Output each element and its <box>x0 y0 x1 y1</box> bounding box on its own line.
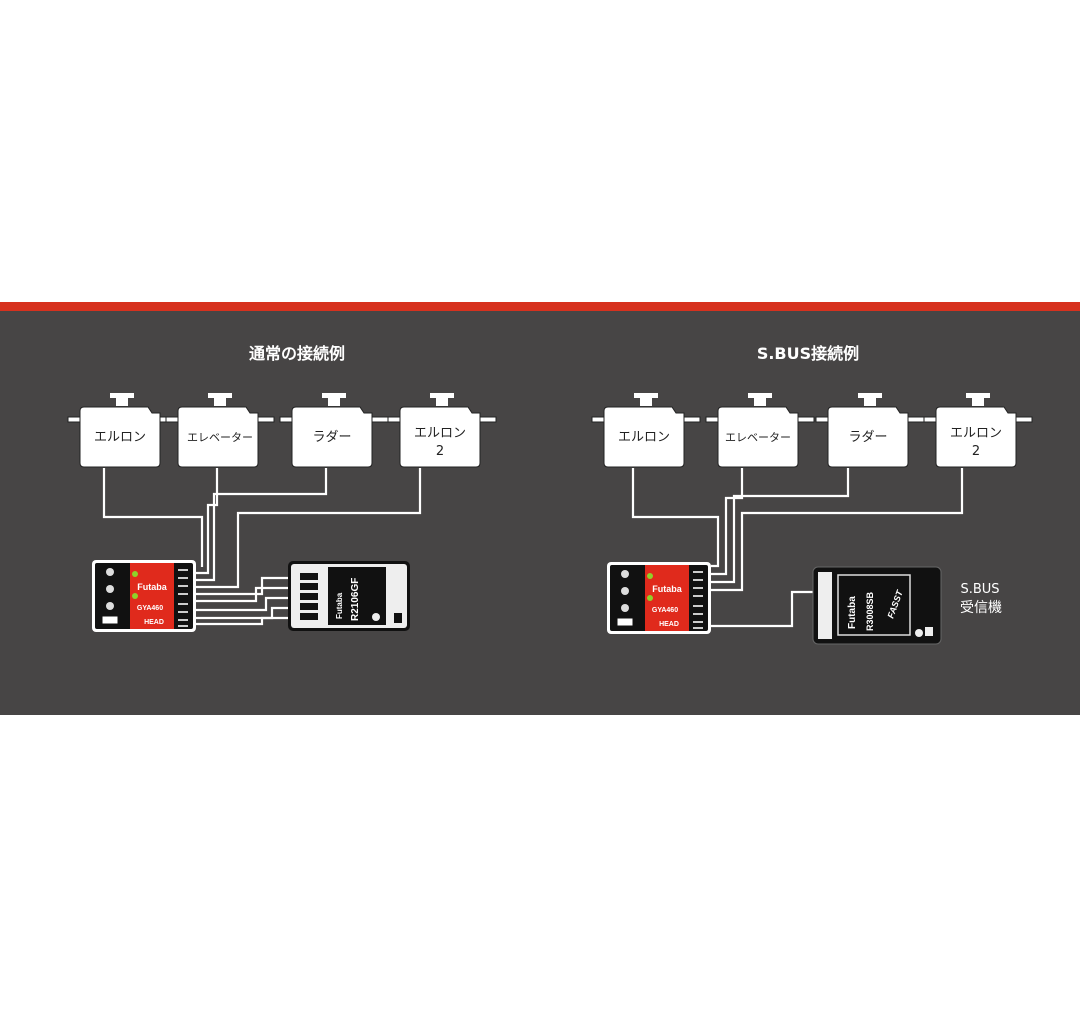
svg-text:エレベーター: エレベーター <box>725 431 791 444</box>
svg-text:Futaba: Futaba <box>335 592 344 619</box>
gyro-unit: Futaba GYA460 HEAD <box>91 559 197 633</box>
svg-text:Futaba: Futaba <box>137 582 167 592</box>
svg-text:R3008SB: R3008SB <box>865 591 875 631</box>
svg-text:HEAD: HEAD <box>659 621 679 628</box>
svg-text:エルロン: エルロン <box>414 426 466 441</box>
right-wires <box>631 468 964 628</box>
receiver-r3008sb: Futaba R3008SB FASST <box>812 566 942 645</box>
servo-rudder: ラダー <box>815 392 925 468</box>
svg-text:エルロン: エルロン <box>94 430 146 445</box>
sbus-receiver-caption-2: 受信機 <box>960 600 1002 616</box>
svg-text:GYA460: GYA460 <box>652 607 678 614</box>
svg-text:GYA460: GYA460 <box>137 605 163 612</box>
servo-aileron: エルロン <box>67 392 177 468</box>
section-title: S.BUS接続例 <box>757 344 859 363</box>
servo-elevator: エレベーター <box>165 392 275 468</box>
svg-text:Futaba: Futaba <box>847 596 858 629</box>
gyro-unit: Futaba GYA460 HEAD <box>606 561 712 635</box>
svg-text:エルロン: エルロン <box>618 430 670 445</box>
servo-aileron-2: エルロン 2 <box>923 392 1033 468</box>
svg-text:エルロン: エルロン <box>950 426 1002 441</box>
svg-text:2: 2 <box>436 444 444 459</box>
svg-text:エレベーター: エレベーター <box>187 431 253 444</box>
svg-text:HEAD: HEAD <box>144 619 164 626</box>
section-title: 通常の接続例 <box>249 344 345 363</box>
servo-rudder: ラダー <box>279 392 389 468</box>
servo-aileron-2: エルロン 2 <box>387 392 497 468</box>
sbus-receiver-caption: S.BUS <box>960 582 999 597</box>
receiver-r2106gf: Futaba R2106GF <box>288 561 410 631</box>
sbus-connection-section: S.BUS接続例 エルロン エレベーター ラダー エルロン 2 Futaba G… <box>591 344 1033 645</box>
servo-elevator: エレベーター <box>705 392 815 468</box>
svg-text:ラダー: ラダー <box>848 430 887 445</box>
svg-text:Futaba: Futaba <box>652 584 682 594</box>
svg-text:ラダー: ラダー <box>312 430 351 445</box>
normal-connection-section: 通常の接続例 エルロン エレベーター ラダー エルロン 2 Futaba GYA… <box>67 344 497 633</box>
svg-text:R2106GF: R2106GF <box>350 578 361 621</box>
left-wires <box>102 468 422 626</box>
servo-aileron: エルロン <box>591 392 701 468</box>
accent-stripe <box>0 302 1080 311</box>
svg-text:2: 2 <box>972 444 980 459</box>
